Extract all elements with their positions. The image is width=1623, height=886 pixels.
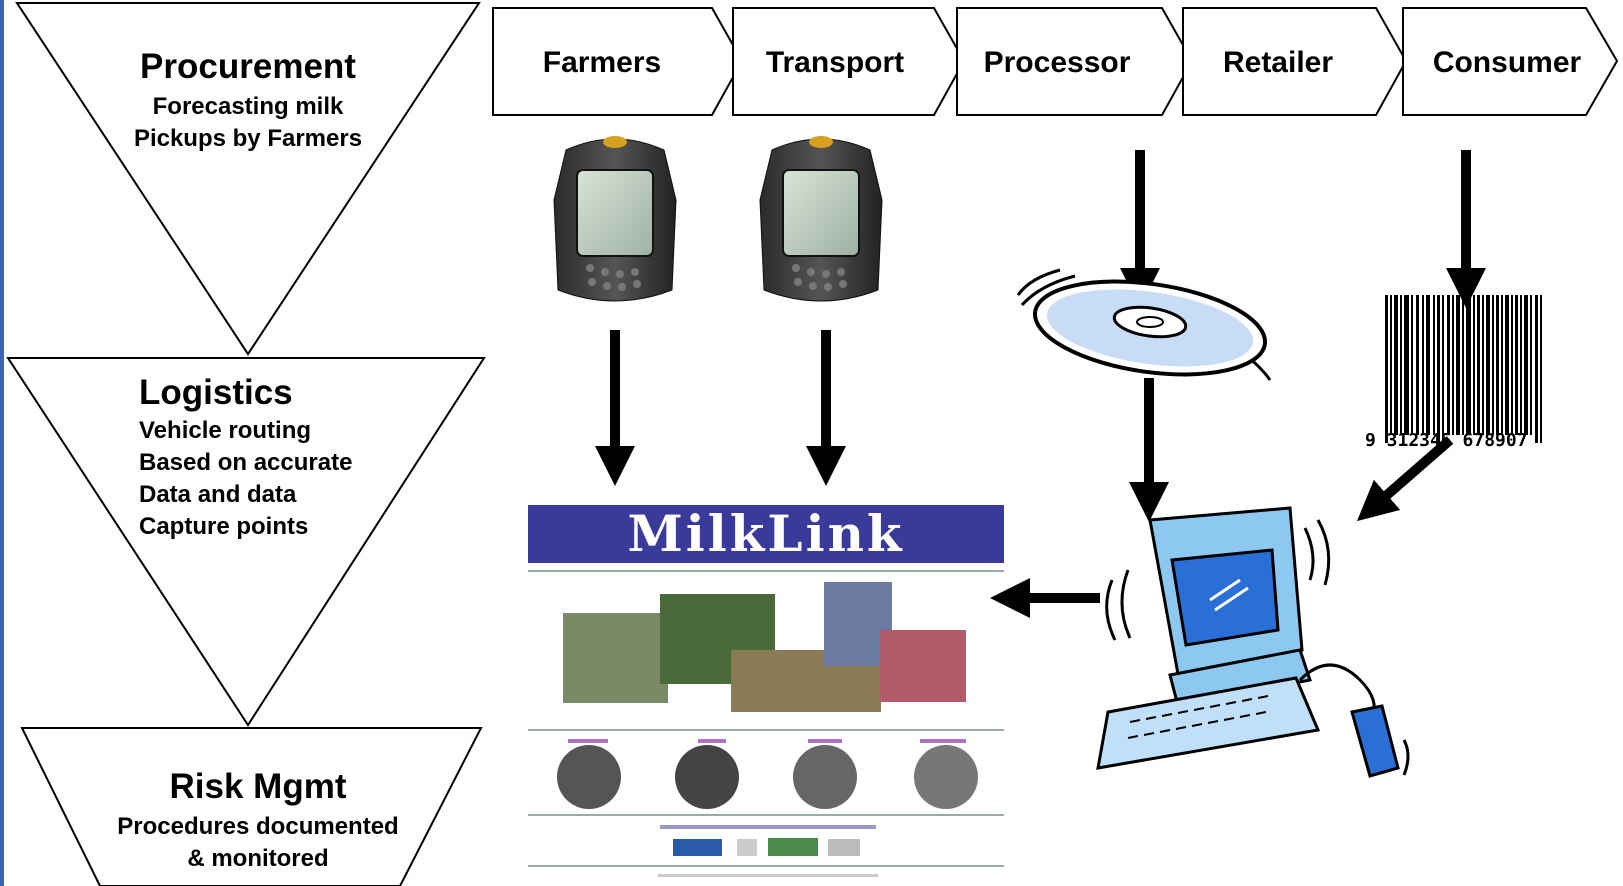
chevron-consumer bbox=[1402, 7, 1619, 116]
logistics-line-3: Data and data bbox=[139, 481, 297, 508]
logistics-line-2: Based on accurate bbox=[139, 449, 353, 476]
logistics-title: Logistics bbox=[139, 373, 293, 412]
chevron-retailer bbox=[1182, 7, 1408, 116]
stage-label-farmers: Farmers bbox=[542, 46, 662, 79]
stage-label-retailer: Retailer bbox=[1222, 46, 1334, 79]
handheld-scanner-icon bbox=[759, 136, 883, 302]
milklink-website-screenshot bbox=[528, 505, 1004, 877]
logistics-line-4: Capture points bbox=[139, 513, 309, 540]
risk-title: Risk Mgmt bbox=[169, 767, 347, 806]
risk-line-1: Procedures documented bbox=[117, 813, 399, 840]
stage-label-processor: Processor bbox=[983, 46, 1131, 79]
barcode-icon bbox=[1385, 295, 1542, 443]
chevron-farmers bbox=[492, 7, 744, 116]
disk-icon bbox=[1016, 268, 1272, 381]
chevron-processor bbox=[956, 7, 1194, 116]
left-accent-bar bbox=[0, 0, 4, 886]
stage-label-transport: Transport bbox=[765, 46, 905, 79]
procurement-line-2: Pickups by Farmers bbox=[133, 125, 363, 152]
risk-line-2: & monitored bbox=[187, 845, 329, 872]
risk-triangle bbox=[20, 727, 483, 886]
computer-icon bbox=[1096, 506, 1410, 778]
procurement-line-1: Forecasting milk bbox=[152, 93, 344, 120]
handheld-scanner-icon bbox=[553, 136, 677, 302]
stage-label-consumer: Consumer bbox=[1432, 46, 1582, 79]
logistics-triangle bbox=[6, 357, 486, 727]
logistics-line-1: Vehicle routing bbox=[139, 417, 312, 444]
arrow-barcode-to-computer bbox=[1356, 436, 1454, 522]
procurement-title: Procurement bbox=[140, 47, 356, 86]
procurement-triangle bbox=[15, 1, 481, 356]
website-banner: MilkLink bbox=[627, 504, 905, 563]
chevron-transport bbox=[732, 7, 966, 116]
barcode-number: 9 312345 678907 bbox=[1365, 430, 1528, 451]
